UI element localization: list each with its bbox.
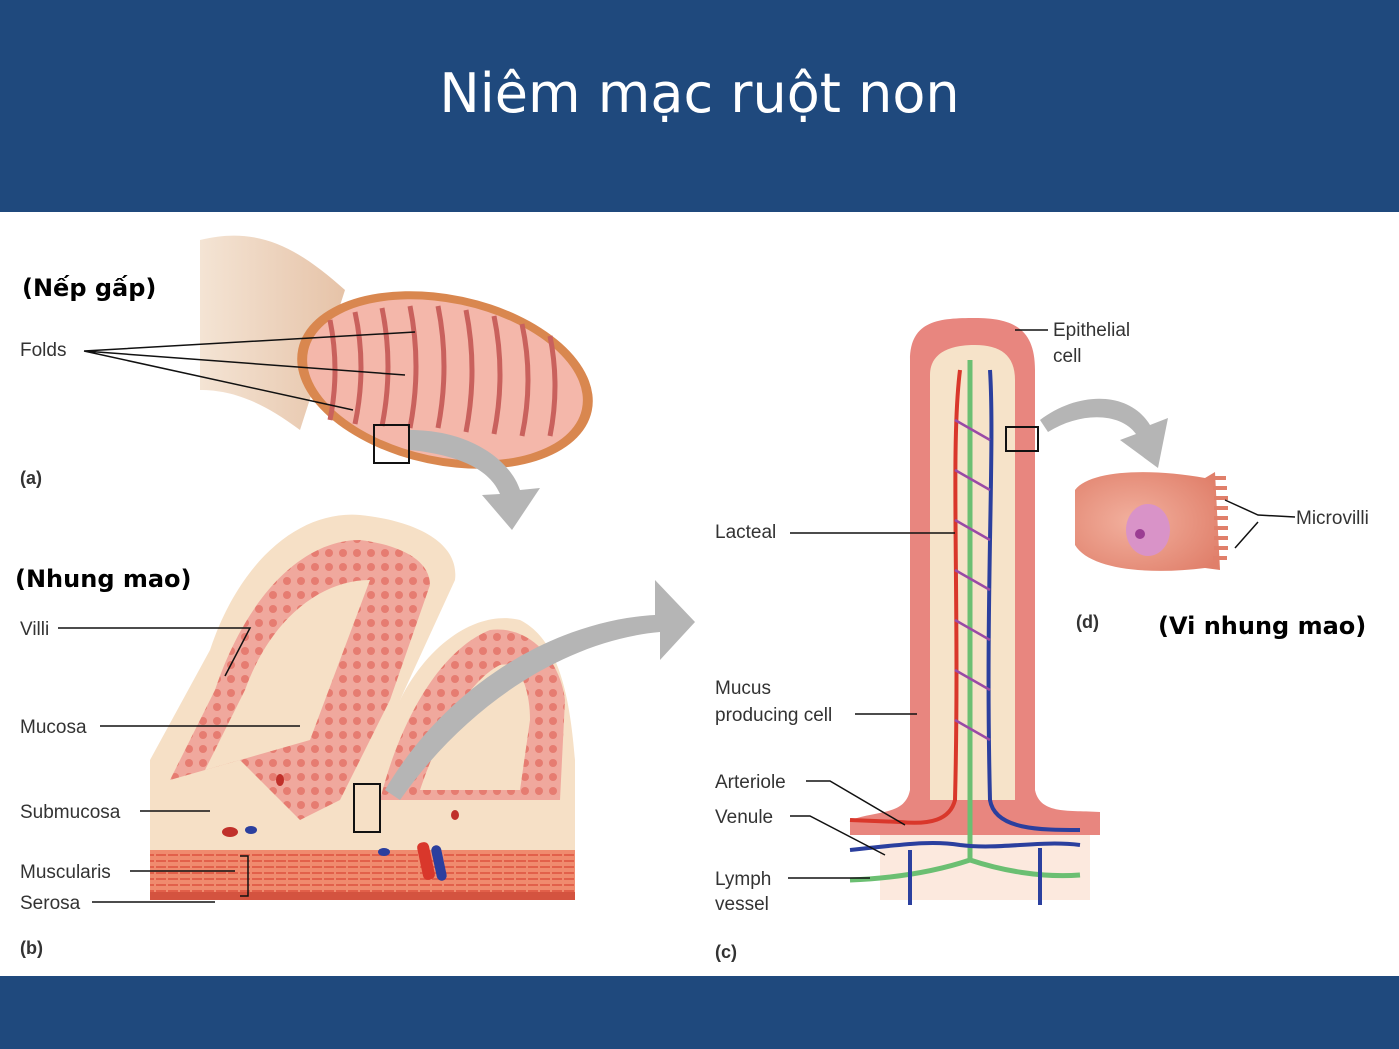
circular-folds — [327, 305, 558, 437]
slide-footer — [0, 976, 1399, 1049]
label-venule: Venule — [715, 807, 773, 828]
label-villi: Villi — [20, 619, 49, 640]
zoom-arrow-c — [1040, 398, 1168, 468]
venule-vessel — [986, 369, 1081, 832]
annotation-nhung-mao: (Nhung mao) — [15, 565, 192, 593]
slide-header — [0, 0, 1399, 212]
muscularis-layer — [150, 850, 575, 900]
label-lacteal: Lacteal — [715, 522, 776, 543]
leader-lines — [58, 329, 1296, 903]
serosa-layer — [150, 892, 575, 900]
panel-label-b: (b) — [20, 938, 43, 958]
label-serosa: Serosa — [20, 893, 81, 914]
panel-label-c: (c) — [715, 942, 737, 962]
annotation-nep-gap: (Nếp gấp) — [22, 274, 156, 302]
intestine-diagram: Folds Villi Mucosa Submucosa Muscularis … — [15, 235, 1369, 962]
zoom-box-c — [1005, 426, 1039, 452]
epithelial-cell-illustration — [1075, 472, 1228, 571]
zoom-box-a — [373, 424, 410, 464]
zoom-arrow-a — [410, 430, 540, 530]
label-submucosa: Submucosa — [20, 802, 121, 823]
label-folds: Folds — [20, 340, 66, 361]
label-lymph-line2: vessel — [715, 894, 769, 915]
slide-title: Niêm mạc ruột non — [439, 62, 960, 125]
label-epithelial-line2: cell — [1053, 346, 1082, 367]
intestine-tube-illustration — [200, 235, 593, 469]
label-muscularis: Muscularis — [20, 862, 111, 883]
annotation-vi-nhung-mao: (Vi nhung mao) — [1158, 612, 1366, 640]
label-mucus-line2: producing cell — [715, 705, 832, 726]
zoom-box-b — [353, 783, 381, 833]
panel-label-d: (d) — [1076, 612, 1099, 632]
zoom-arrow-b — [385, 580, 695, 800]
label-mucus-line1: Mucus — [715, 678, 771, 699]
label-lymph-line1: Lymph — [715, 869, 771, 890]
label-microvilli: Microvilli — [1296, 508, 1369, 529]
villi-section-illustration — [150, 514, 575, 900]
arteriole-vessel — [849, 369, 962, 825]
panel-label-a: (a) — [20, 468, 42, 488]
label-epithelial-line1: Epithelial — [1053, 320, 1130, 341]
label-arteriole: Arteriole — [715, 772, 786, 793]
microvilli-projections — [1212, 476, 1228, 560]
diagram-area: Folds Villi Mucosa Submucosa Muscularis … — [0, 212, 1399, 976]
label-mucosa: Mucosa — [20, 717, 87, 738]
single-villus-illustration — [849, 318, 1100, 905]
